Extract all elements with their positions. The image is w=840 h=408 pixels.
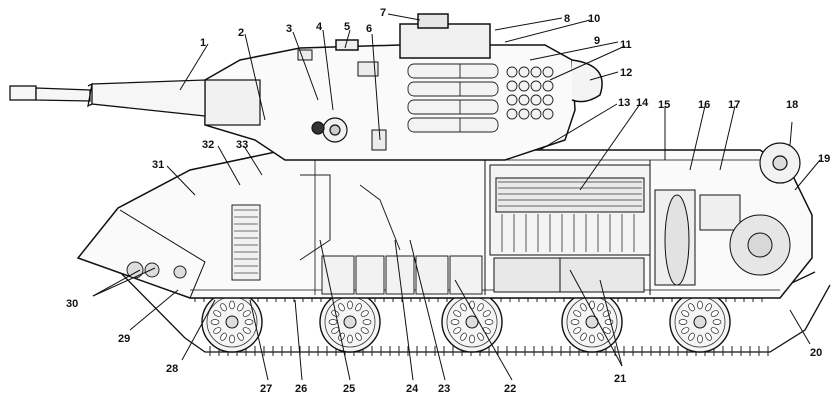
rear-drum <box>759 142 801 184</box>
transmission <box>654 189 791 286</box>
roof-fittings <box>297 49 387 151</box>
callout-33: 33 <box>236 139 248 151</box>
callout-8: 8 <box>564 13 570 25</box>
callout-26: 26 <box>295 383 307 395</box>
callout-2: 2 <box>238 27 244 39</box>
callout-22: 22 <box>504 383 516 395</box>
callout-10: 10 <box>588 13 600 25</box>
driver-compartment <box>126 174 401 281</box>
gun-mount <box>204 79 348 143</box>
callout-7: 7 <box>380 7 386 19</box>
callout-12: 12 <box>620 67 632 79</box>
engine <box>489 164 651 293</box>
callout-27: 27 <box>260 383 272 395</box>
road-wheel <box>441 291 503 353</box>
callout-30: 30 <box>66 298 78 310</box>
floor-ammo-boxes <box>321 255 483 295</box>
callout-32: 32 <box>202 139 214 151</box>
turret <box>204 13 603 161</box>
callout-20: 20 <box>810 347 822 359</box>
callout-9: 9 <box>594 35 600 47</box>
callout-3: 3 <box>286 23 292 35</box>
road-wheels <box>201 291 731 353</box>
road-wheel <box>201 291 263 353</box>
road-wheel <box>319 291 381 353</box>
callout-5: 5 <box>344 21 350 33</box>
road-wheel <box>669 291 731 353</box>
leader-lines <box>92 13 821 381</box>
callout-28: 28 <box>166 363 178 375</box>
callout-labels: 1 2 3 4 5 6 7 8 9 10 11 12 13 14 15 16 1… <box>66 7 830 395</box>
callout-6: 6 <box>366 23 372 35</box>
callout-17: 17 <box>728 99 740 111</box>
callout-21: 21 <box>614 373 626 385</box>
callout-23: 23 <box>438 383 450 395</box>
callout-18: 18 <box>786 99 798 111</box>
callout-14: 14 <box>636 97 649 109</box>
road-wheel <box>561 291 623 353</box>
callout-24: 24 <box>406 383 419 395</box>
callout-15: 15 <box>658 99 670 111</box>
turret-ammo-racks <box>407 63 554 133</box>
callout-11: 11 <box>620 39 632 51</box>
callout-16: 16 <box>698 99 710 111</box>
callout-1: 1 <box>200 37 206 49</box>
callout-19: 19 <box>818 153 830 165</box>
callout-25: 25 <box>343 383 355 395</box>
main-gun <box>9 79 206 117</box>
callout-13: 13 <box>618 97 630 109</box>
callout-31: 31 <box>152 159 164 171</box>
callout-4: 4 <box>316 21 323 33</box>
commander-cupola <box>399 23 491 59</box>
callout-29: 29 <box>118 333 130 345</box>
